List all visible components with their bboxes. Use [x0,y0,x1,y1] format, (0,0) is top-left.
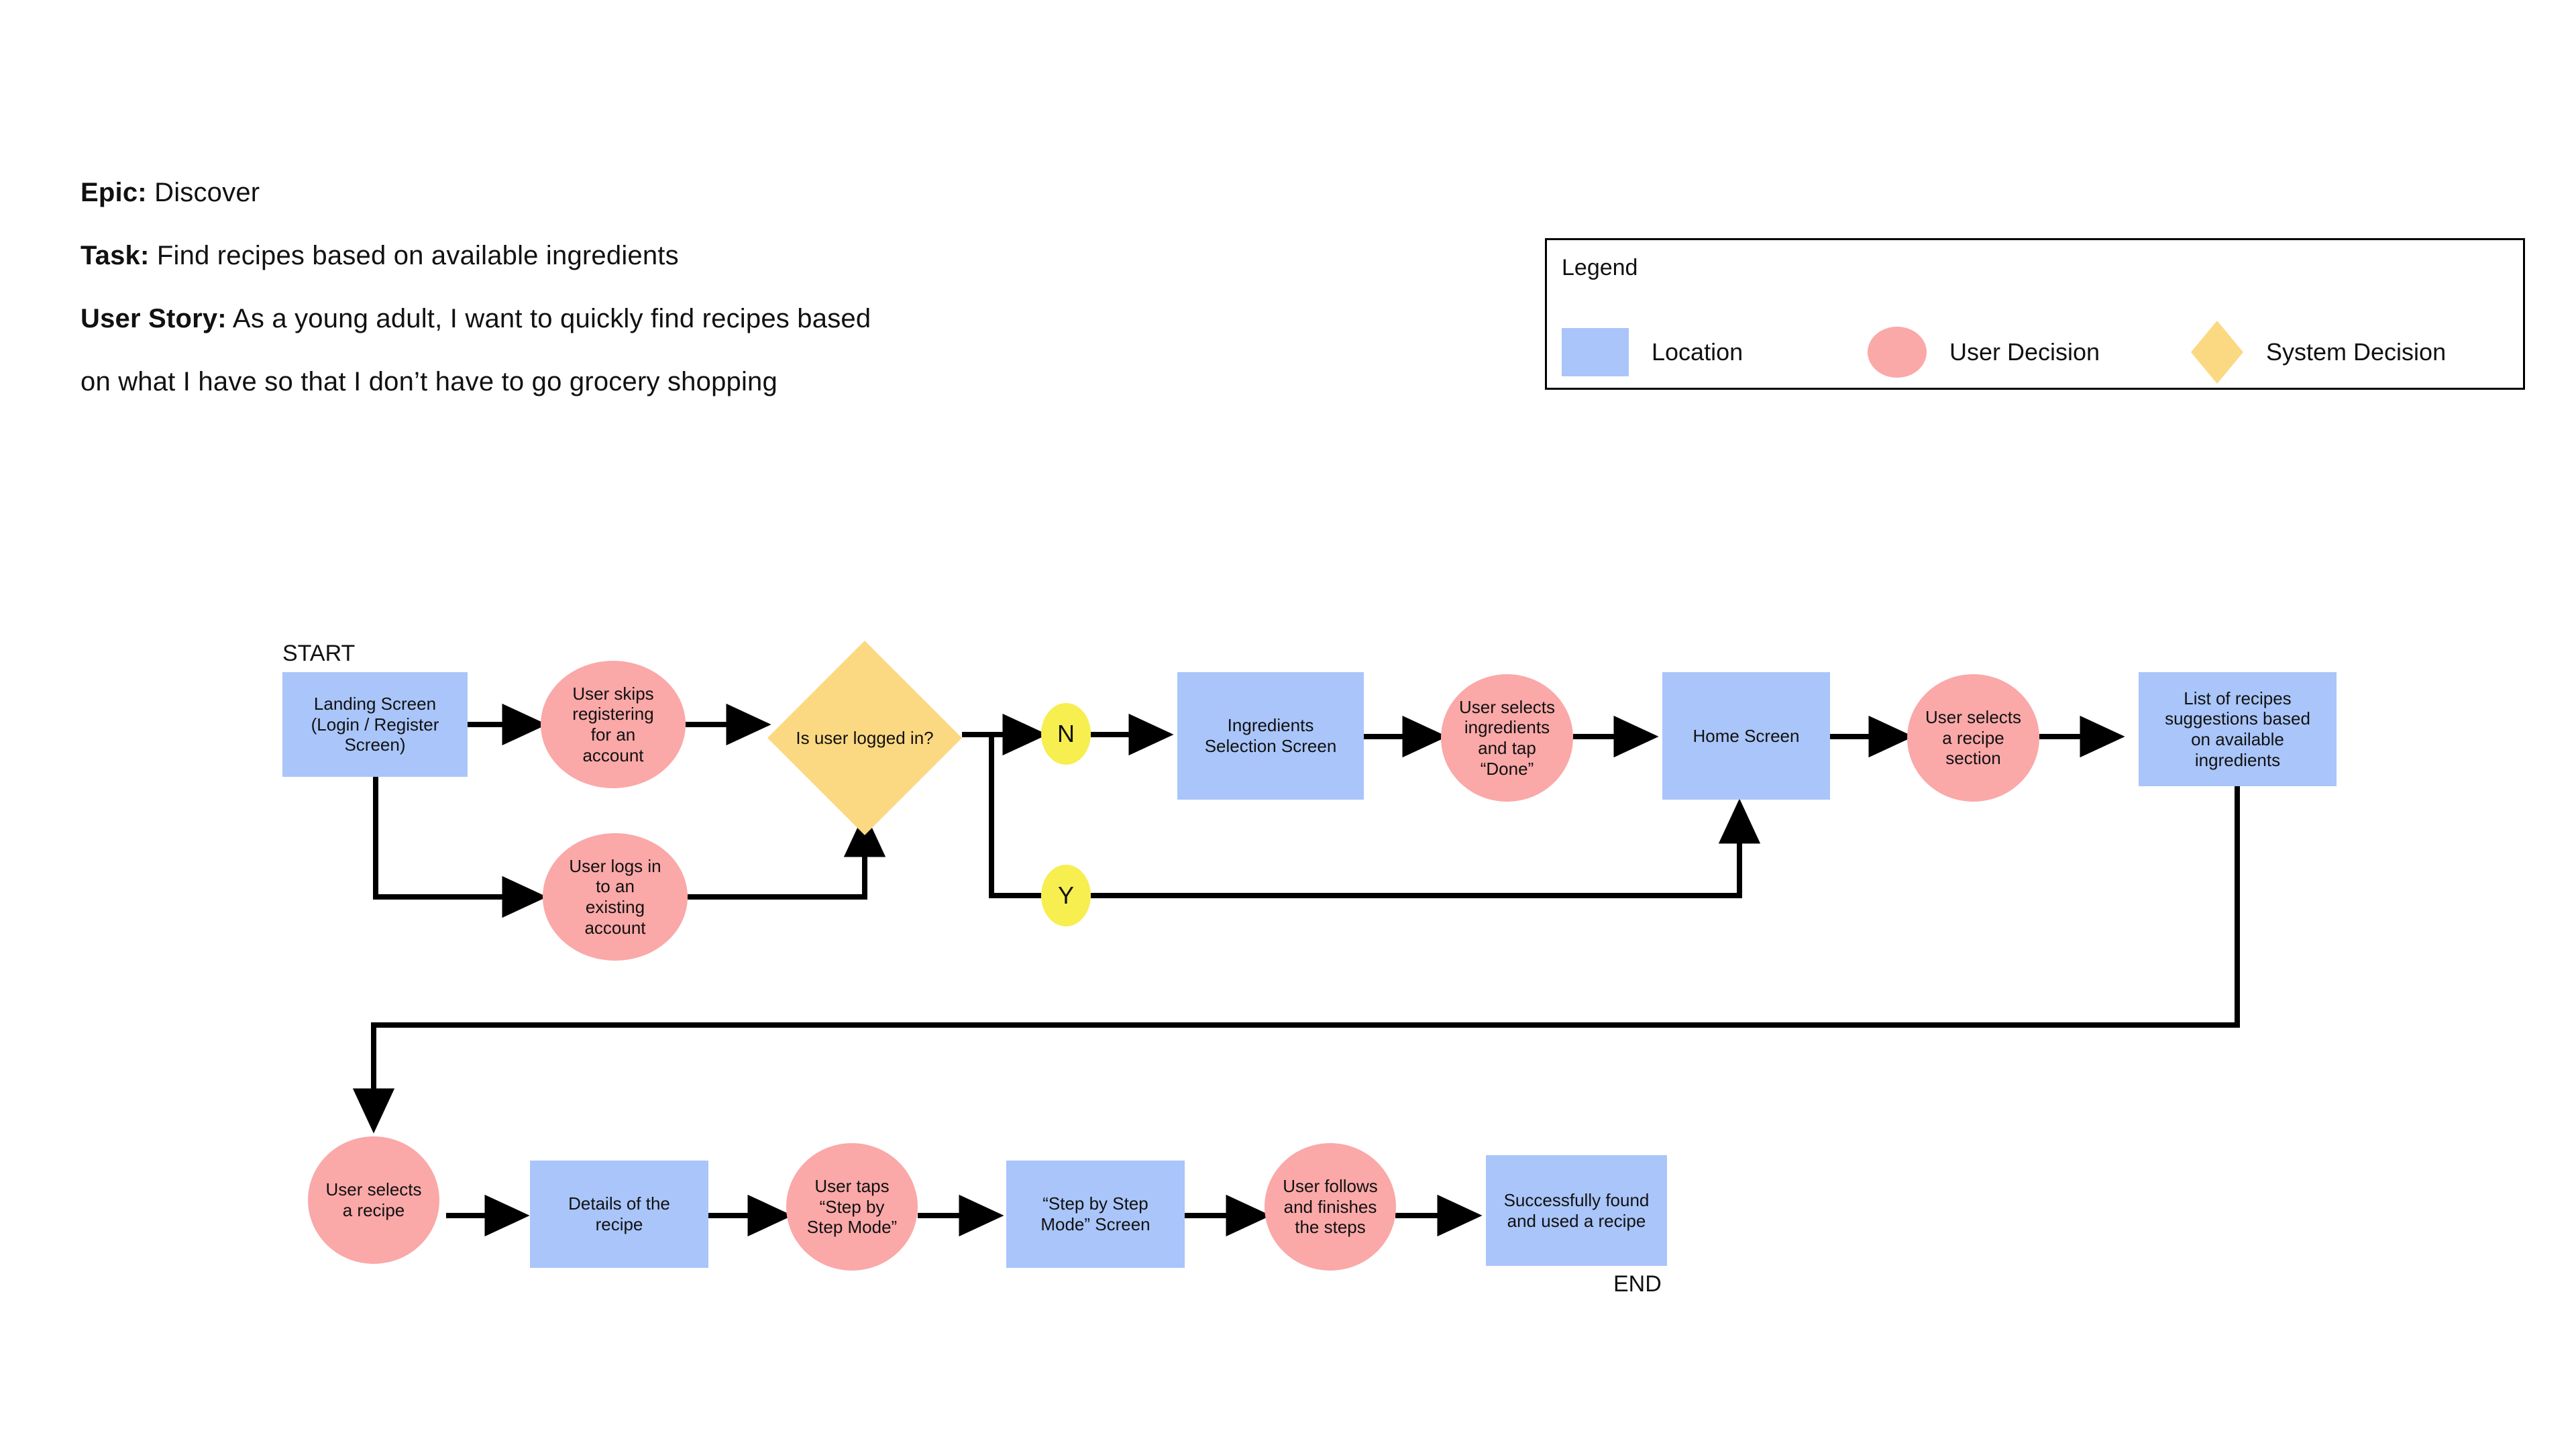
node-home-screen[interactable]: Home Screen [1662,672,1830,800]
node-branch-yes[interactable]: Y [1041,865,1091,926]
node-branch-no-label: N [1057,719,1075,747]
end-caption: END [1613,1271,1662,1297]
edge-login-decision [688,812,886,900]
edge-list-select-recipe [352,786,2240,1134]
legend-label-location: Location [1652,338,1743,366]
legend-item-user-decision: User Decision [1868,313,2100,392]
edge-decision-y [989,735,1041,898]
edge-landing-login [373,777,547,918]
node-home-screen-label: Home Screen [1693,725,1800,746]
edge-y-home [1091,798,1761,898]
user-story-value: As a young adult, I want to quickly find… [226,304,871,333]
legend-label-user-decision: User Decision [1949,338,2100,366]
location-swatch-icon [1562,328,1629,376]
task-line: Task: Find recipes based on available in… [80,224,1221,287]
task-label: Task: [80,241,150,270]
user-decision-swatch-icon [1868,327,1927,378]
task-value: Find recipes based on available ingredie… [149,241,679,270]
legend-label-system-decision: System Decision [2266,338,2447,366]
user-story-line: User Story: As a young adult, I want to … [80,287,1221,350]
legend-title: Legend [1562,255,1638,280]
epic-label: Epic: [80,178,147,207]
node-branch-yes-label: Y [1057,881,1074,909]
epic-line: Epic: Discover [80,161,1221,224]
legend-item-system-decision: System Decision [2191,313,2446,392]
legend-items: Location User Decision System Decision [1547,313,2523,392]
user-story-value-2: on what I have so that I don’t have to g… [80,367,777,396]
legend-item-location: Location [1562,313,1743,392]
node-branch-no[interactable]: N [1041,703,1091,765]
story-header: Epic: Discover Task: Find recipes based … [80,161,1221,413]
start-caption: START [282,641,356,666]
epic-value: Discover [146,178,260,207]
node-is-user-logged-in-label: Is user logged in? [796,727,934,748]
legend: Legend Location User Decision System Dec… [1545,238,2525,390]
user-story-label: User Story: [80,304,227,333]
user-story-line-2: on what I have so that I don’t have to g… [80,350,1221,413]
